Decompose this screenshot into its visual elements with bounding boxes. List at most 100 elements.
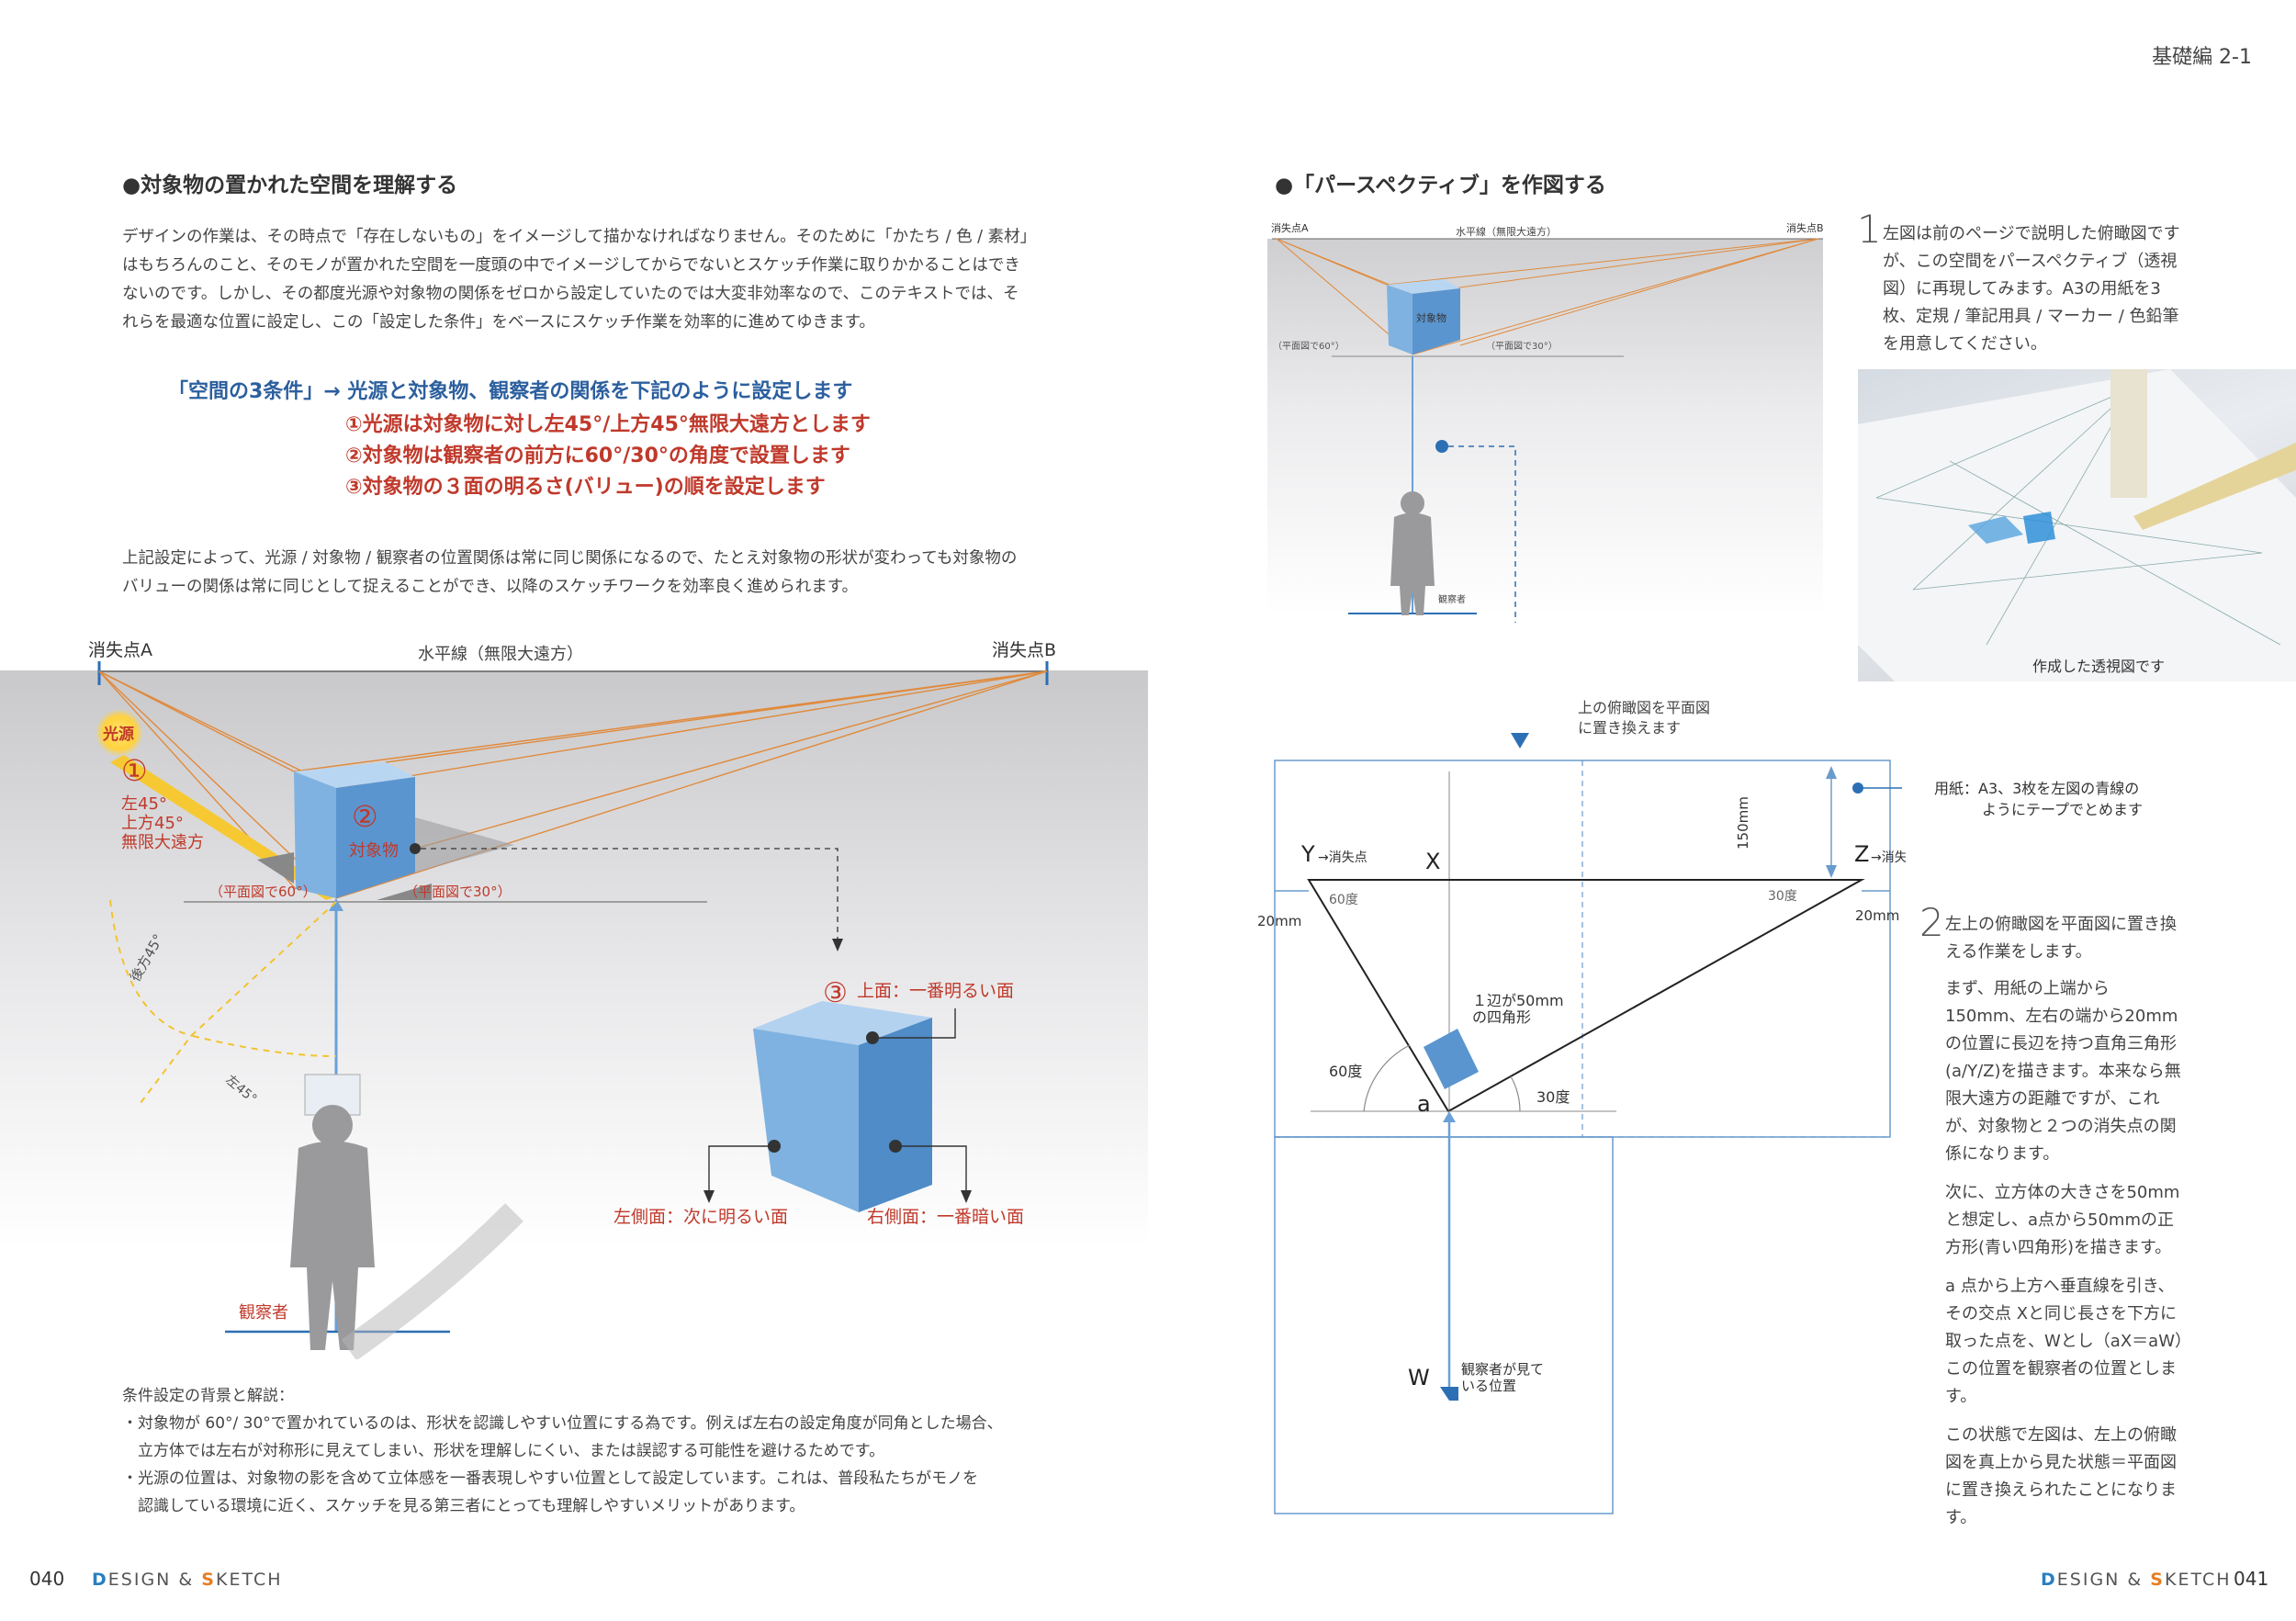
a-label: a xyxy=(1417,1091,1431,1117)
aw-arrow xyxy=(1443,1111,1456,1122)
mini-plan60: （平面図で60°） xyxy=(1273,341,1345,352)
top-face-label: 上面：一番明るい面 xyxy=(857,981,1014,1001)
right-footer-brand: DESIGN & SKETCH xyxy=(2041,1570,2232,1590)
right-pointer-arrow xyxy=(961,1190,972,1203)
replace-note-2: に置き換えます xyxy=(1578,719,1682,737)
conditions-list: ①光源は対象物に対し左45°/上方45°無限大遠方とします ②対象物は観察者の前… xyxy=(345,410,871,503)
paper-sheet-2 xyxy=(1274,1136,1614,1514)
photo-tools xyxy=(2110,369,2147,498)
summary-paragraph: 上記設定によって、光源 / 対象物 / 観察者の位置関係は常に同じ関係になるので… xyxy=(122,549,1018,596)
mini-plan30: （平面図で30°） xyxy=(1486,341,1558,352)
note-line-4: 認識している環境に近く、スケッチを見る第三者にとっても理解しやすいメリットがあり… xyxy=(122,1497,805,1515)
replace-arrow xyxy=(1511,733,1529,749)
perspective-photo: 作成した透視図です xyxy=(1858,369,2296,681)
right-face-label: 右側面：一番暗い面 xyxy=(867,1207,1024,1227)
observer-arrow xyxy=(329,898,343,911)
right-pointer xyxy=(895,1145,967,1194)
left-section-title: ●対象物の置かれた空間を理解する xyxy=(122,174,458,197)
dim20-right-label: 20mm xyxy=(1855,907,1899,924)
mini-vp-b: 消失点B xyxy=(1786,221,1824,234)
footer-s: S xyxy=(2150,1570,2165,1590)
observer-note-2: いる位置 xyxy=(1461,1378,1516,1394)
y-vp: →消失点 xyxy=(1318,850,1367,865)
paper-sheet-1 xyxy=(1274,760,1891,1138)
notes-title: 条件設定の背景と解説： xyxy=(122,1387,294,1405)
arrow-30 xyxy=(377,884,432,900)
vp-a-label: 消失点A xyxy=(88,640,152,660)
mini-observer-label: 観察者 xyxy=(1438,593,1466,605)
left-page-number: 040 xyxy=(29,1568,65,1590)
mini-horizon-label: 水平線（無限大遠方） xyxy=(1456,225,1557,238)
mini-cube-left xyxy=(1387,285,1412,355)
photo-sketch-lines xyxy=(1875,387,2281,646)
footer-amp: & xyxy=(2120,1570,2151,1590)
arrow-60 xyxy=(257,852,294,884)
step2-para-1: まず、用紙の上端から150mm、左右の端から20mmの位置に長辺を持つ直角三角形… xyxy=(1945,979,2181,1164)
paper-note-dot xyxy=(1852,782,1863,794)
notes-block: 条件設定の背景と解説： ・対象物が 60°/ 30°で置かれているのは、形状を認… xyxy=(122,1382,1003,1520)
plan-diagram: 150mm 20mm 20mm Y →消失点 X Z →消失点 60度 30度 … xyxy=(1257,760,1906,1514)
mini-background xyxy=(1267,239,1823,615)
cube-top xyxy=(294,762,415,788)
mini-cube-top xyxy=(1387,279,1460,294)
light-desc-1: 左45° xyxy=(121,794,167,814)
light-badge: 光源 xyxy=(102,725,134,744)
step1-text: 左図は前のページで説明した俯瞰図ですが、この空間をパースペクティブ（透視図）に再… xyxy=(1883,224,2180,354)
cube-right xyxy=(336,777,415,898)
connector-arrow xyxy=(832,939,843,951)
dim20-left-label: 20mm xyxy=(1257,913,1301,929)
paper-note-1: 用紙：A3、3枚を左図の青線の xyxy=(1934,780,2140,797)
replace-arrow-head xyxy=(1511,733,1529,749)
footer-d: D xyxy=(2041,1570,2057,1590)
dim150-bottom-arrow xyxy=(1826,865,1837,878)
mini-dashed-link xyxy=(1448,445,1516,623)
paper-note: 用紙：A3、3枚を左図の青線の ようにテープでとめます xyxy=(1934,778,2143,820)
observer-shadow xyxy=(341,1203,523,1359)
square-note-2: の四角形 xyxy=(1472,1008,1531,1026)
photo-drawing xyxy=(1858,369,2296,681)
angle60-arc xyxy=(1363,1044,1411,1112)
left-pointer xyxy=(708,1145,774,1194)
condition-1: ①光源は対象物に対し左45°/上方45°無限大遠方とします xyxy=(345,413,871,436)
footer-amp: & xyxy=(171,1570,202,1590)
plan-30-label: （平面図で30°） xyxy=(404,884,512,900)
step2-para-4: この状態で左図は、左上の俯瞰図を真上から見た状態＝平面図に置き換えられたことにな… xyxy=(1945,1425,2177,1527)
footer-ketch: KETCH xyxy=(215,1570,283,1590)
left-face-label: 左側面：次に明るい面 xyxy=(613,1207,788,1227)
left-footer-brand: DESIGN & SKETCH xyxy=(92,1570,283,1590)
angle30-top: 30度 xyxy=(1768,889,1797,904)
angle30-label: 30度 xyxy=(1536,1088,1570,1106)
condition-2: ②対象物は観察者の前方に60°/30°の角度で設置します xyxy=(345,445,850,467)
mini-blue-dot xyxy=(1435,440,1448,453)
light-desc-2: 上方45° xyxy=(121,814,184,833)
light-source-icon xyxy=(96,709,143,757)
z-vp: →消失点 xyxy=(1871,850,1906,865)
replace-note: 上の俯瞰図を平面図 に置き換えます xyxy=(1578,698,1710,738)
replace-note-1: 上の俯瞰図を平面図 xyxy=(1578,699,1711,716)
photo-cube-1 xyxy=(1968,516,2023,544)
observer-note-1: 観察者が見て xyxy=(1461,1361,1544,1378)
top-number: ③ xyxy=(823,977,848,1009)
object-dot xyxy=(410,843,421,854)
footer-ketch: KETCH xyxy=(2164,1570,2232,1590)
mini-object-label: 対象物 xyxy=(1416,311,1446,324)
mini-observer-figure xyxy=(1390,491,1435,615)
top-pointer xyxy=(872,1008,956,1039)
angle60-label: 60度 xyxy=(1329,1063,1362,1080)
mini-perspective-diagram: 消失点A 消失点B 水平線（無限大遠方） 対象物 （平面図で60°） （平面図で… xyxy=(1267,221,1824,623)
paper-note-2: ようにテープでとめます xyxy=(1982,801,2144,818)
angle60-top: 60度 xyxy=(1329,893,1358,907)
dim150-top-arrow xyxy=(1826,766,1837,779)
left-intro-paragraph: デザインの作業は、その時点で「存在しないもの」をイメージして描かなければなりませ… xyxy=(122,228,1029,332)
mini-vp-a: 消失点A xyxy=(1271,221,1309,234)
photo-ruler xyxy=(2133,443,2296,530)
photo-cube-2 xyxy=(2023,512,2055,544)
connector-dash xyxy=(421,848,838,941)
big-cube-left xyxy=(753,1029,859,1212)
diagram-background xyxy=(0,670,1148,1249)
back45-line xyxy=(137,901,337,1108)
big-cube-right xyxy=(859,1018,932,1212)
plan-60-label: （平面図で60°） xyxy=(209,884,317,900)
w-marker xyxy=(1440,1387,1458,1401)
section-tag: 基礎編 2-1 xyxy=(2152,46,2252,69)
